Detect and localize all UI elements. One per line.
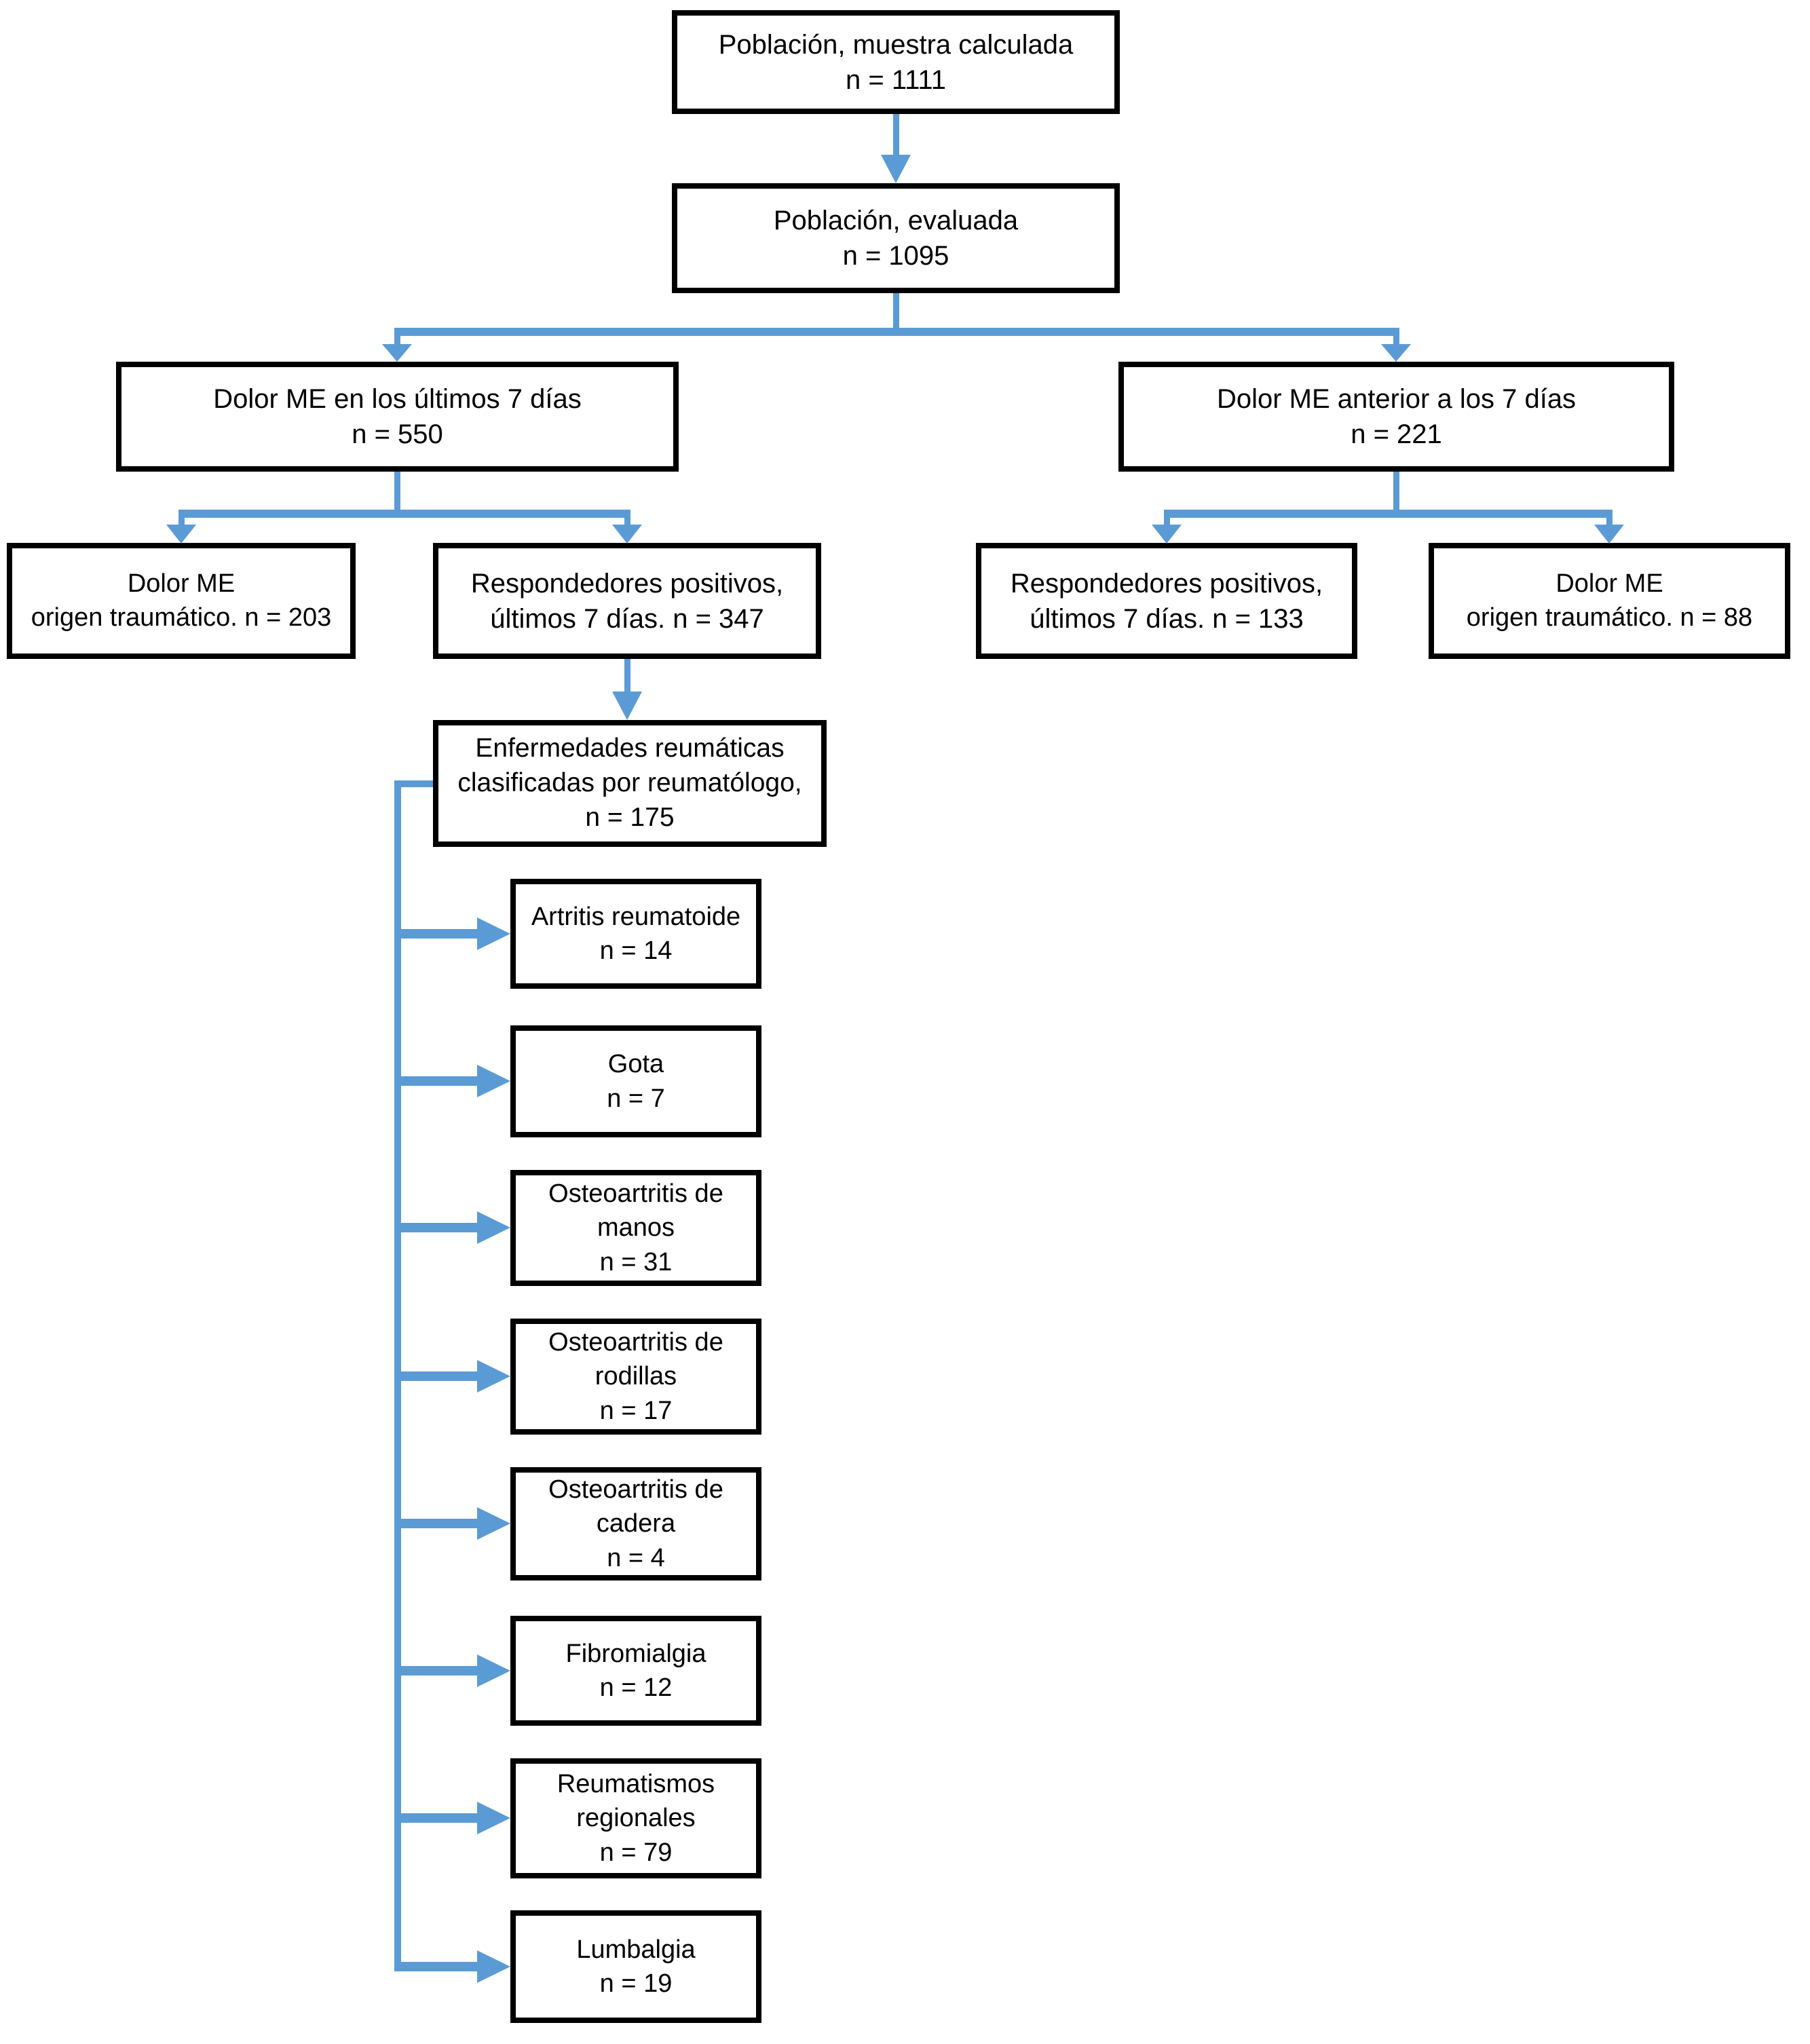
- box-label: Dolor ME: [127, 569, 235, 599]
- box-label: Respondedores positivos,: [1010, 568, 1323, 599]
- box-n-value: últimos 7 días. n = 133: [1030, 603, 1304, 634]
- box-dolor-ultimos-7-dias: Dolor ME en los últimos 7 días n = 550: [116, 362, 679, 472]
- box-n-value: n = 17: [599, 1396, 673, 1425]
- arrow-right-icon: [477, 1211, 510, 1244]
- arrow-right-icon: [477, 1802, 510, 1834]
- box-n-value: n = 221: [1351, 419, 1442, 449]
- box-n-value: n = 1111: [846, 64, 946, 95]
- box-osteoartritis-manos: Osteoartritis de manos n = 31: [510, 1170, 761, 1286]
- box-n-value: n = 12: [599, 1673, 673, 1702]
- connector-split3-bar: [1164, 510, 1613, 518]
- box-label: Población, muestra calculada: [718, 29, 1074, 60]
- arrow-down-icon: [612, 692, 642, 720]
- box-n-value: origen traumático. n = 88: [1466, 603, 1753, 632]
- box-osteoartritis-cadera: Osteoartritis de cadera n = 4: [510, 1467, 761, 1581]
- box-respondedores-347: Respondedores positivos, últimos 7 días.…: [433, 543, 821, 659]
- box-lumbalgia: Lumbalgia n = 19: [510, 1910, 761, 2023]
- arrow-right-icon: [477, 1950, 510, 1983]
- box-label: cadera: [596, 1509, 676, 1538]
- branch-rodillas-shaft: [397, 1371, 480, 1381]
- box-label: rodillas: [595, 1362, 677, 1391]
- connector-split1-bar: [394, 328, 1399, 336]
- connector-evaluada-stub: [893, 293, 899, 330]
- box-label: clasificadas por reumatólogo,: [457, 768, 802, 798]
- box-n-value: últimos 7 días. n = 347: [490, 603, 764, 634]
- branch-gota-shaft: [397, 1076, 480, 1086]
- box-n-value: n = 19: [599, 1969, 673, 1998]
- box-respondedores-133: Respondedores positivos, últimos 7 días.…: [976, 543, 1357, 659]
- box-label: Enfermedades reumáticas: [475, 734, 785, 763]
- box-poblacion-evaluada: Población, evaluada n = 1095: [672, 183, 1120, 293]
- connector-split1-left-drop: [394, 336, 400, 345]
- box-n-value: n = 175: [585, 802, 675, 832]
- box-label: manos: [597, 1213, 675, 1243]
- box-reumatismos-regionales: Reumatismos regionales n = 79: [510, 1758, 761, 1878]
- box-label: Osteoartritis de: [548, 1179, 723, 1209]
- arrow-right-icon: [477, 1065, 510, 1097]
- box-label: Fibromialgia: [565, 1639, 706, 1668]
- box-n-value: n = 31: [599, 1247, 673, 1276]
- arrow-down-icon: [612, 525, 642, 544]
- connector-split2-bar: [178, 510, 630, 518]
- branch-lumbalgia-shaft: [397, 1962, 480, 1971]
- arrow-down-icon: [1594, 525, 1624, 544]
- arrow-down-icon: [166, 525, 196, 544]
- box-artritis-reumatoide: Artritis reumatoide n = 14: [510, 879, 761, 989]
- box-label: Dolor ME en los últimos 7 días: [213, 384, 582, 414]
- arrow-right-icon: [477, 1654, 510, 1687]
- connector-dolor7-stub: [394, 472, 400, 512]
- connector-split2-left-drop: [178, 518, 185, 526]
- box-n-value: n = 79: [599, 1838, 673, 1867]
- box-n-value: origen traumático. n = 203: [31, 603, 332, 632]
- box-label: Dolor ME anterior a los 7 días: [1216, 384, 1577, 414]
- box-dolor-traumatico-203: Dolor ME origen traumático. n = 203: [7, 543, 356, 659]
- branch-artritis-shaft: [397, 929, 480, 939]
- box-dolor-anterior-7-dias: Dolor ME anterior a los 7 días n = 221: [1118, 362, 1674, 472]
- arrow-down-icon: [382, 344, 412, 362]
- connector-split1-right-drop: [1393, 336, 1399, 345]
- connector-doloranterior-stub: [1393, 472, 1399, 512]
- arrow-down-icon: [881, 155, 911, 183]
- box-osteoartritis-rodillas: Osteoartritis de rodillas n = 17: [510, 1319, 761, 1435]
- box-gota: Gota n = 7: [510, 1025, 761, 1137]
- connector-muestra-evaluada-shaft: [893, 114, 899, 156]
- box-dolor-traumatico-88: Dolor ME origen traumático. n = 88: [1429, 543, 1790, 659]
- box-label: Gota: [607, 1050, 664, 1079]
- branch-manos-shaft: [397, 1223, 480, 1232]
- box-label: regionales: [576, 1804, 696, 1833]
- connector-split2-right-drop: [624, 518, 630, 526]
- box-fibromialgia: Fibromialgia n = 12: [510, 1616, 761, 1726]
- box-label: Población, evaluada: [773, 206, 1019, 235]
- box-n-value: n = 4: [607, 1543, 665, 1572]
- box-label: Artritis reumatoide: [531, 902, 741, 931]
- arrow-down-icon: [1152, 525, 1182, 544]
- box-label: Dolor ME: [1556, 569, 1663, 599]
- arrow-right-icon: [477, 1507, 510, 1540]
- connector-enfermedades-stub: [398, 780, 433, 787]
- arrow-right-icon: [477, 1360, 510, 1393]
- box-label: Lumbalgia: [576, 1935, 696, 1964]
- arrow-right-icon: [477, 917, 510, 950]
- box-label: Reumatismos: [557, 1770, 715, 1799]
- box-label: Osteoartritis de: [548, 1328, 723, 1357]
- box-n-value: n = 14: [599, 936, 673, 965]
- branch-reumatismos-shaft: [397, 1813, 480, 1823]
- connector-split3-left-drop: [1164, 518, 1170, 526]
- box-n-value: n = 7: [607, 1084, 665, 1113]
- connector-split3-right-drop: [1606, 518, 1613, 526]
- box-label: Osteoartritis de: [548, 1475, 723, 1504]
- arrow-down-icon: [1381, 344, 1411, 362]
- box-label: Respondedores positivos,: [470, 568, 784, 599]
- branch-cadera-shaft: [397, 1519, 480, 1528]
- box-n-value: n = 550: [352, 419, 443, 449]
- box-enfermedades-reumaticas: Enfermedades reumáticas clasificadas por…: [433, 720, 827, 847]
- connector-resp347-enfermedades-shaft: [624, 659, 630, 694]
- branch-fibromialgia-shaft: [397, 1666, 480, 1676]
- box-n-value: n = 1095: [842, 241, 949, 271]
- box-poblacion-muestra-calculada: Población, muestra calculada n = 1111: [672, 10, 1120, 114]
